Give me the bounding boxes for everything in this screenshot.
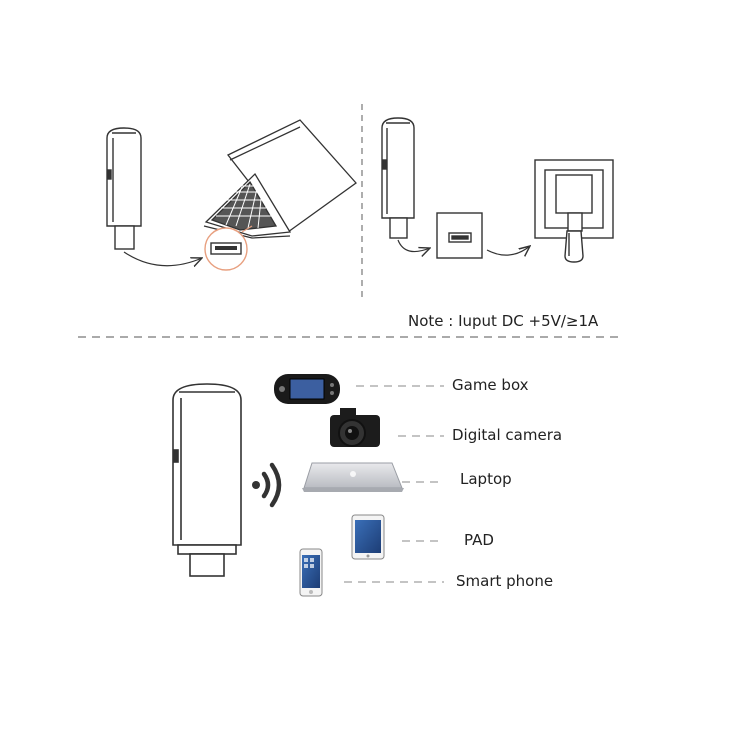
usb-dongle-large-icon <box>172 383 242 577</box>
device-label-smart-phone: Smart phone <box>456 572 554 590</box>
tablet-icon <box>351 514 385 560</box>
power-adapter-icon <box>436 212 483 259</box>
arrow-to-adapter <box>397 239 430 252</box>
wall-socket-icon <box>534 159 614 263</box>
camera-icon <box>330 408 380 447</box>
usb-dongle-icon-2 <box>381 117 415 239</box>
device-label-pad: PAD <box>464 531 494 549</box>
device-label-laptop: Laptop <box>460 470 512 488</box>
laptop-drawing-icon <box>203 119 357 239</box>
arrow-to-laptop <box>123 251 202 266</box>
power-note: Note : Iuput DC +5V/≥1A <box>408 312 599 330</box>
wifi-signal-icon <box>252 462 282 508</box>
laptop-icon <box>302 462 404 492</box>
arrow-to-socket <box>486 246 530 255</box>
usb-dongle-icon <box>106 127 142 250</box>
device-label-game-box: Game box <box>452 376 529 394</box>
device-label-digital-camera: Digital camera <box>452 426 563 444</box>
smartphone-icon <box>299 548 323 597</box>
game-console-icon <box>274 374 340 404</box>
